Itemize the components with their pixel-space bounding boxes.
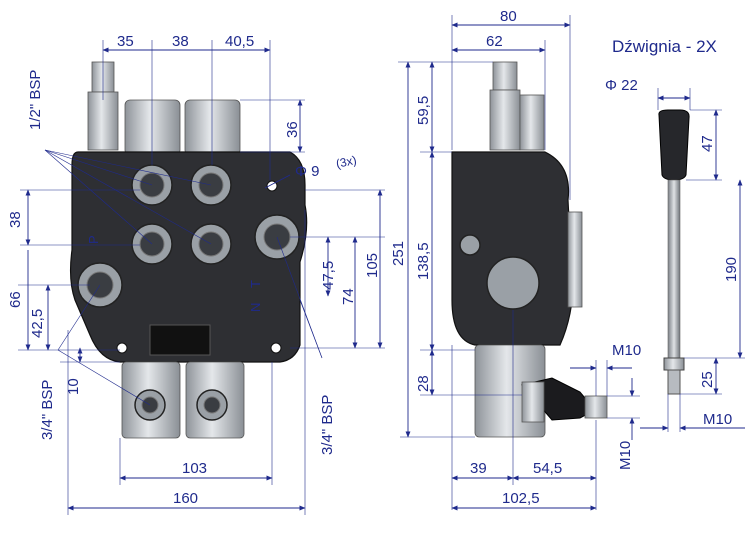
- lever-thread: [667, 369, 681, 395]
- dim-28: 28: [415, 375, 432, 392]
- mount-hole-2: [270, 342, 282, 354]
- port-P-label: P: [86, 235, 101, 244]
- dim-102-5: 102,5: [502, 490, 540, 507]
- dim-40-5: 40,5: [225, 33, 254, 50]
- lever-knob: [658, 109, 690, 181]
- dim-74: 74: [340, 288, 357, 305]
- dim-62: 62: [486, 33, 503, 50]
- nameplate: [149, 324, 211, 356]
- dim-38-left: 38: [7, 211, 24, 228]
- dim-105: 105: [364, 253, 381, 278]
- mount-hole-1: [116, 342, 128, 354]
- dim-66: 66: [7, 291, 24, 308]
- dim-160: 160: [173, 490, 198, 507]
- lever-dimensions: Φ 22 47 190 25 M10: [605, 77, 745, 432]
- lever-diameter: Φ 22: [605, 77, 638, 94]
- dim-54-5: 54,5: [533, 460, 562, 477]
- top-fitting-body: [87, 91, 119, 151]
- lever-dim-190: 190: [723, 257, 740, 282]
- lever-title: Dźwignia - 2X: [612, 37, 717, 56]
- bottom-port-left-label: 3/4" BSP: [39, 380, 56, 440]
- side-dimensions: 80 62 59,5 251 138,5 28 39 54,5 102,5 M1…: [390, 8, 641, 511]
- dim-80: 80: [500, 8, 517, 25]
- dim-35: 35: [117, 33, 134, 50]
- dim-138-5: 138,5: [415, 242, 432, 280]
- dim-251: 251: [390, 241, 407, 266]
- side-port: [486, 256, 540, 310]
- lever-dim-25: 25: [699, 371, 716, 388]
- valve-body: [69, 151, 308, 363]
- left-port-label: 1/2" BSP: [27, 70, 44, 130]
- front-view: P T N: [69, 61, 308, 439]
- hole-count: (3x): [335, 153, 358, 171]
- side-spool-cap: [519, 94, 545, 151]
- lever-nut: [584, 395, 608, 419]
- side-small-port: [459, 234, 481, 256]
- port-T-label: T: [248, 280, 263, 288]
- lever-pivot: [521, 381, 545, 423]
- dim-10: 10: [65, 378, 82, 395]
- lever-thread-label: M10: [703, 411, 732, 428]
- lever-view: Dźwignia - 2X: [612, 37, 717, 395]
- lever-rod: [667, 179, 681, 359]
- side-fitting-body: [489, 89, 521, 151]
- lever-dim-47: 47: [699, 135, 716, 152]
- side-top-fitting: [492, 61, 518, 91]
- spool-cap-left: [124, 99, 181, 156]
- side-view: [451, 61, 608, 438]
- dim-36: 36: [284, 121, 301, 138]
- front-dimensions: 35 38 40,5 36 Φ 9 (3x) 1/2" BSP 38 66 42…: [7, 33, 385, 515]
- spool-cap-right: [184, 99, 241, 156]
- bottom-port-right-label: 3/4" BSP: [319, 395, 336, 455]
- dim-38-top: 38: [172, 33, 189, 50]
- dim-39: 39: [470, 460, 487, 477]
- thread-m10-side: M10: [617, 441, 634, 470]
- dim-59-5: 59,5: [415, 96, 432, 125]
- dim-47-5: 47,5: [320, 261, 337, 290]
- port-N-label: N: [248, 303, 263, 312]
- side-flange: [567, 211, 583, 308]
- hole-diameter: Φ 9: [295, 163, 319, 180]
- dim-42-5: 42,5: [29, 309, 46, 338]
- thread-m10-top: M10: [612, 342, 641, 359]
- lever-nut-end: [663, 357, 685, 371]
- dim-103: 103: [182, 460, 207, 477]
